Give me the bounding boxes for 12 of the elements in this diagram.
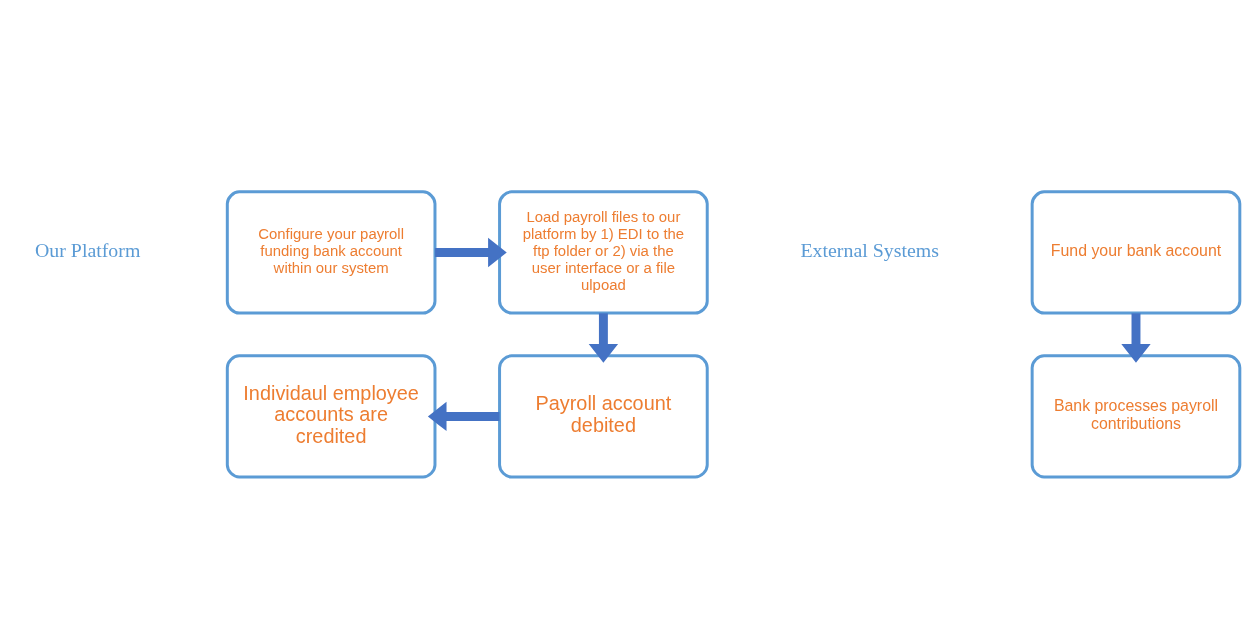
- arrow: [588, 313, 619, 363]
- node-box: Individaul employee accounts are credited: [225, 354, 437, 479]
- node-box: Configure your payroll funding bank account within our system: [225, 190, 437, 315]
- node-box: Load payroll files to our platform by 1) EDI to the ftp folder or 2) via the user interface or a file ulpoad: [498, 190, 709, 315]
- label: Our Platform: [35, 239, 141, 262]
- node-box: Bank processes payroll contributions: [1030, 354, 1242, 479]
- label: External Systems: [800, 239, 939, 262]
- node-box: Payroll account debited: [498, 354, 709, 479]
- arrow: [427, 401, 500, 432]
- node-box: Fund your bank account: [1030, 190, 1242, 315]
- arrow: [435, 237, 507, 268]
- arrow: [1121, 313, 1151, 363]
